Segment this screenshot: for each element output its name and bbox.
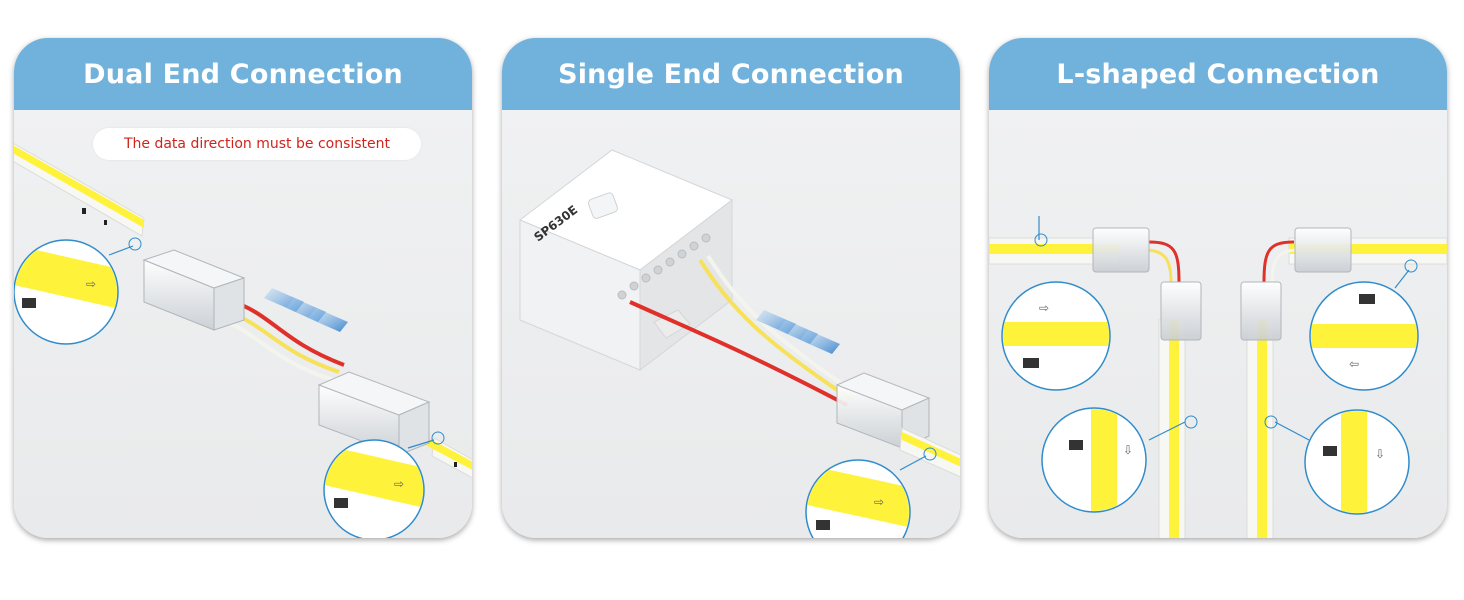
- magnifier-circle-top-left: ⇨: [1001, 216, 1111, 391]
- dual-end-illustration: ⇨ ⇨: [14, 143, 472, 538]
- panel-title: Single End Connection: [558, 58, 904, 90]
- flow-arrow-icon: [756, 310, 840, 354]
- flow-arrow-icon: [264, 288, 348, 332]
- single-end-illustration: SP630E: [519, 149, 960, 538]
- panel-header: Dual End Connection: [14, 38, 472, 110]
- magnifier-circle-top-right: ⇦: [1309, 259, 1419, 391]
- panel-header: L-shaped Connection: [989, 38, 1447, 110]
- svg-text:⇨: ⇨: [1039, 301, 1049, 315]
- svg-text:⇨: ⇨: [394, 477, 404, 491]
- svg-text:⇩: ⇩: [1375, 447, 1385, 461]
- panel-dual-end: Dual End Connection: [14, 38, 472, 538]
- svg-text:⇨: ⇨: [86, 277, 96, 291]
- panel-title: Dual End Connection: [83, 58, 403, 90]
- magnifier-circle-bottom-right: ⇩: [1264, 409, 1410, 515]
- panel-header: Single End Connection: [502, 38, 960, 110]
- direction-note: The data direction must be consistent: [93, 128, 421, 160]
- connectors: [1092, 227, 1352, 341]
- wires: [1144, 240, 1299, 283]
- panel-l-shaped: L-shaped Connection: [989, 38, 1447, 538]
- connector-1: [142, 249, 246, 331]
- svg-text:⇦: ⇦: [1349, 357, 1359, 371]
- magnifier-circle: ⇨: [805, 447, 937, 538]
- svg-text:⇩: ⇩: [1123, 443, 1133, 457]
- magnifier-circle-1: ⇨: [14, 237, 142, 345]
- l-shaped-illustration: ⇨ ⇦ ⇩: [989, 216, 1447, 538]
- led-strip: [899, 427, 960, 478]
- panel-single-end: Single End Connection SP630E: [502, 38, 960, 538]
- magnifier-circle-bottom-left: ⇩: [1041, 407, 1198, 513]
- magnifier-circle-2: ⇨: [323, 431, 445, 538]
- led-strip: [14, 143, 472, 479]
- svg-text:⇨: ⇨: [874, 495, 884, 509]
- panel-title: L-shaped Connection: [1056, 58, 1380, 90]
- led-controller-icon: SP630E: [519, 149, 733, 372]
